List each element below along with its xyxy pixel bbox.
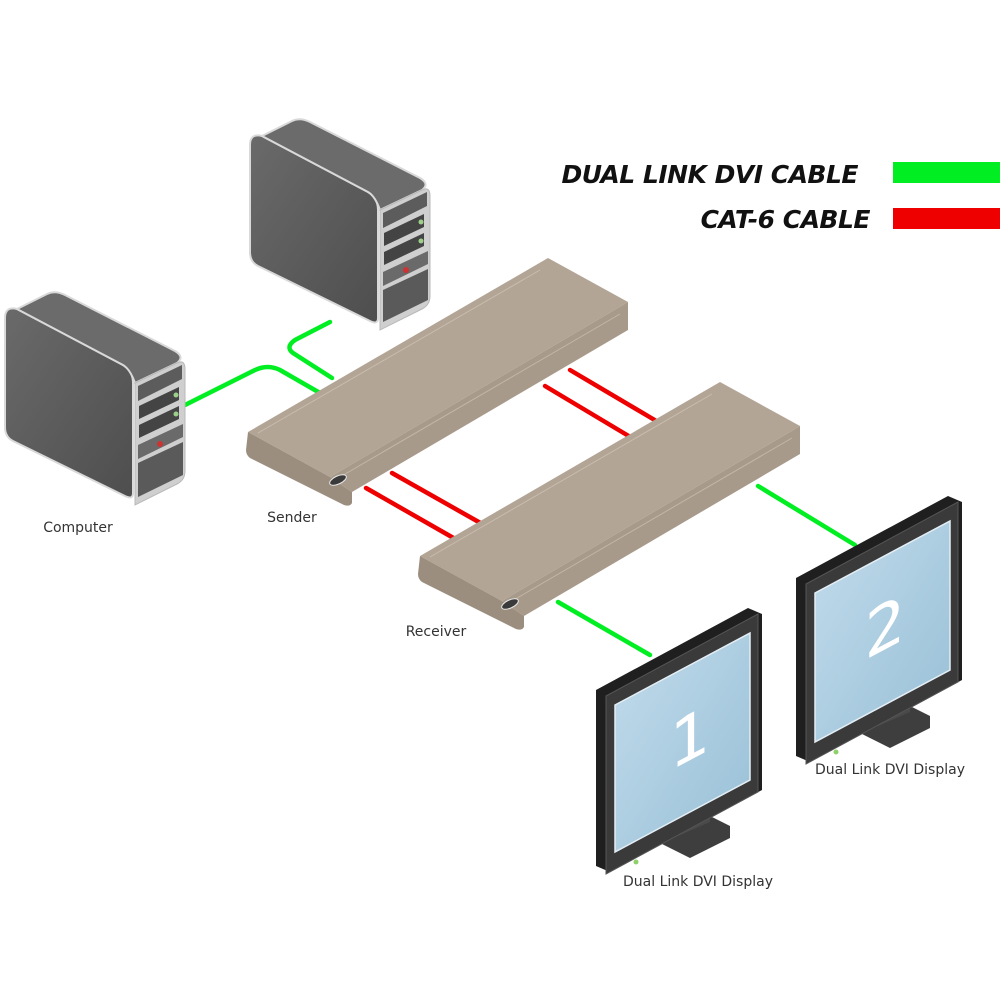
cat6-cables	[363, 367, 661, 543]
legend: DUAL LINK DVI CABLE CAT-6 CABLE	[561, 160, 1000, 234]
display-1[interactable]: 1	[596, 608, 762, 875]
legend-item-dvi: DUAL LINK DVI CABLE	[561, 160, 1000, 189]
dvi-cables	[182, 319, 858, 658]
display-1-label: Dual Link DVI Display	[623, 874, 773, 890]
display-2-label: Dual Link DVI Display	[815, 762, 965, 778]
display-2[interactable]: 2	[796, 496, 962, 765]
display-2-power-led	[833, 749, 839, 755]
dvi-cable-receiver-to-display-1	[555, 599, 653, 658]
computer-tower-right[interactable]	[249, 118, 431, 331]
cat6-cable-rear-b	[542, 383, 635, 441]
cat6-cable-front-b	[363, 485, 460, 543]
receiver-label: Receiver	[406, 624, 467, 640]
sender-logo-icon	[329, 474, 347, 486]
display-1-power-led	[633, 859, 639, 865]
legend-swatch-cat6	[893, 208, 1000, 229]
receiver-box[interactable]	[418, 382, 800, 630]
legend-label-cat6: CAT-6 CABLE	[701, 205, 871, 234]
sender-label: Sender	[267, 510, 317, 526]
legend-item-cat6: CAT-6 CABLE	[701, 205, 1000, 234]
cat6-cable-rear-a	[567, 367, 661, 425]
dvi-cable-receiver-to-display-2	[755, 483, 858, 548]
legend-label-dvi: DUAL LINK DVI CABLE	[561, 160, 858, 189]
sender-box[interactable]	[246, 258, 628, 506]
legend-swatch-dvi	[893, 162, 1000, 183]
dvi-cable-computer-left-to-sender	[182, 364, 323, 408]
receiver-logo-icon	[501, 598, 519, 610]
dvi-cable-computer-right-to-sender	[287, 319, 335, 381]
computer-label: Computer	[43, 520, 113, 536]
computer-tower-left[interactable]	[4, 291, 186, 506]
cat6-cable-front-a	[389, 470, 487, 528]
